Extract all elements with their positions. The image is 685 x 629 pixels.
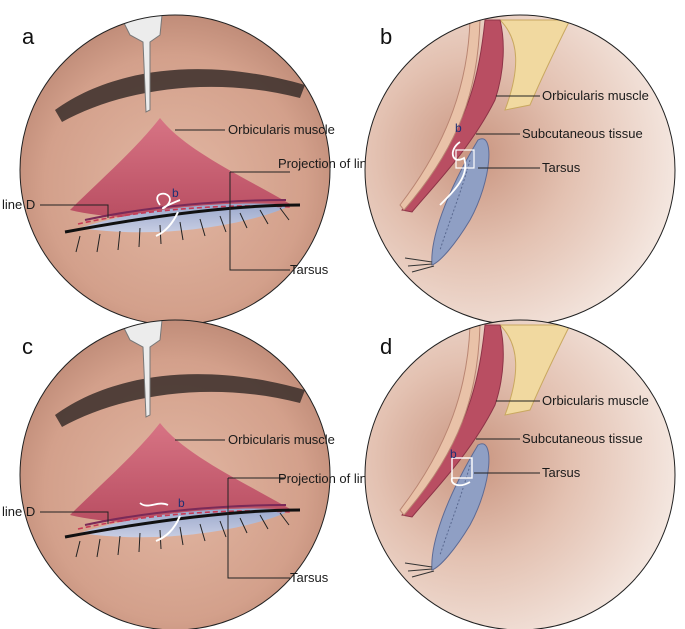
lash-line bbox=[64, 203, 301, 234]
suture-box bbox=[451, 457, 473, 479]
tarsus-plate bbox=[80, 508, 292, 538]
panel-d-mark: b bbox=[450, 447, 457, 461]
orbicularis-flap bbox=[70, 118, 292, 218]
lash-section bbox=[404, 562, 435, 578]
label-orbicularis-d: Orbicularis muscle bbox=[542, 393, 649, 408]
panel-d-letter: d bbox=[380, 334, 392, 359]
label-line-d-a: line D bbox=[2, 197, 35, 212]
lash-line bbox=[64, 508, 301, 539]
panel-a: a b Orbicularis muscle bbox=[2, 14, 387, 326]
label-orbicularis-a: Orbicularis muscle bbox=[228, 122, 335, 137]
suture-tail bbox=[155, 211, 179, 237]
suture-box bbox=[455, 149, 475, 169]
panel-b-mark: b bbox=[455, 121, 462, 135]
panel-b-letter: b bbox=[380, 24, 392, 49]
label-subcutaneous-b: Subcutaneous tissue bbox=[522, 126, 643, 141]
panel-c-mark: b bbox=[178, 496, 185, 510]
eyebrow bbox=[55, 69, 305, 122]
suture bbox=[439, 141, 467, 206]
panel-c-letter: c bbox=[22, 334, 33, 359]
leader-line-d-c bbox=[40, 511, 109, 524]
panel-d-frame bbox=[364, 319, 676, 629]
leader-tarsus-a bbox=[229, 172, 290, 271]
label-orbicularis-b: Orbicularis muscle bbox=[542, 88, 649, 103]
label-tarsus-a: Tarsus bbox=[290, 262, 329, 277]
skin-layer bbox=[399, 19, 481, 211]
panel-a-letter: a bbox=[22, 24, 35, 49]
suture bbox=[139, 502, 169, 507]
meibomian-glands bbox=[439, 464, 471, 556]
tarsus-plate bbox=[80, 203, 292, 233]
line-d bbox=[77, 510, 291, 530]
suture-tail bbox=[155, 515, 181, 542]
suture bbox=[450, 477, 471, 487]
fat-pad bbox=[498, 19, 571, 111]
label-projection-c: Projection of line D bbox=[278, 471, 387, 486]
projection-line bbox=[84, 504, 287, 526]
panel-c: c b Orbicularis muscle Projection of lin… bbox=[2, 319, 387, 629]
retractor-instrument bbox=[119, 320, 163, 418]
panel-c-frame bbox=[19, 319, 331, 629]
label-tarsus-d: Tarsus bbox=[542, 465, 581, 480]
label-orbicularis-c: Orbicularis muscle bbox=[228, 432, 335, 447]
label-line-d-c: line D bbox=[2, 504, 35, 519]
panel-d: d b Orbicularis muscle Subcutaneous tiss… bbox=[364, 319, 676, 629]
leader-tarsus-c bbox=[227, 478, 290, 579]
orbicularis-flap bbox=[70, 423, 292, 523]
projection-line bbox=[84, 199, 287, 221]
skin-layer bbox=[399, 324, 481, 516]
fat-pad bbox=[498, 324, 571, 416]
line-d bbox=[77, 205, 291, 225]
panel-b: b b Orbicularis muscle Subcutaneous tiss… bbox=[364, 14, 676, 326]
leader-line-d-a bbox=[40, 204, 109, 218]
retractor-instrument bbox=[119, 15, 163, 113]
lash-section bbox=[404, 257, 435, 273]
suture bbox=[156, 192, 181, 210]
label-tarsus-b: Tarsus bbox=[542, 160, 581, 175]
label-subcutaneous-d: Subcutaneous tissue bbox=[522, 431, 643, 446]
panel-a-mark: b bbox=[172, 186, 179, 200]
label-projection-a: Projection of line D bbox=[278, 156, 387, 171]
meibomian-glands bbox=[439, 159, 471, 251]
label-tarsus-c: Tarsus bbox=[290, 570, 329, 585]
eyebrow bbox=[55, 374, 305, 427]
